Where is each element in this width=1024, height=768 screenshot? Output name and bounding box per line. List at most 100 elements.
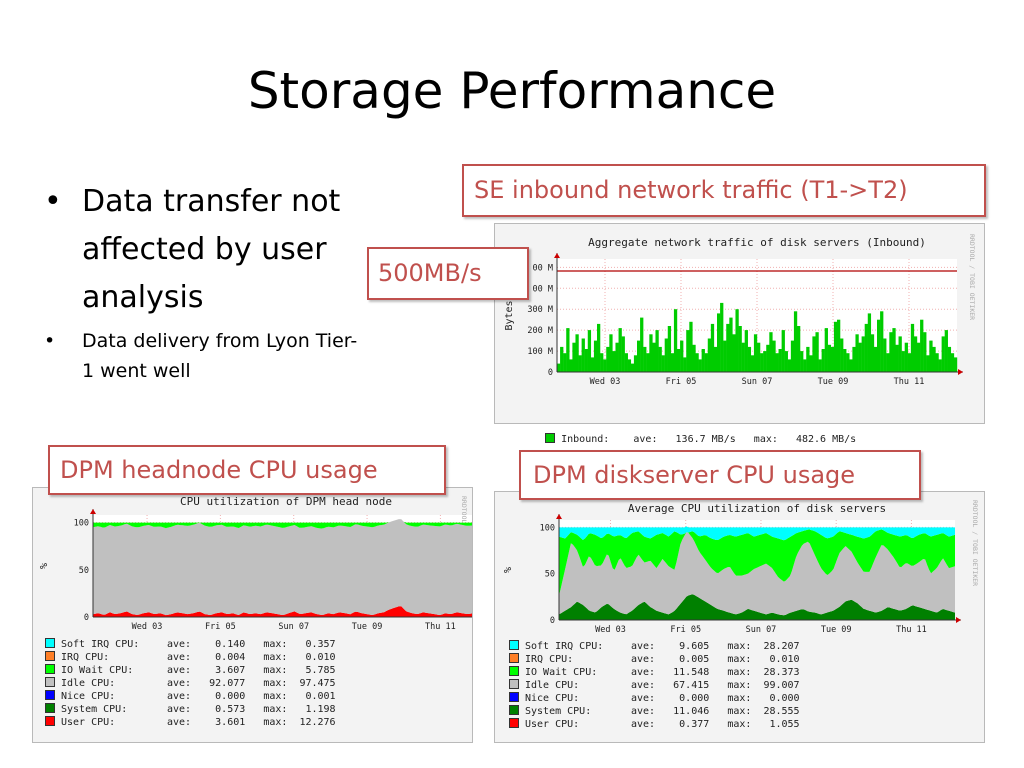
bullet-marker: • <box>44 184 62 219</box>
traffic-bar <box>646 353 650 372</box>
chart-title: CPU utilization of DPM head node <box>180 495 392 508</box>
traffic-bar <box>855 334 859 372</box>
x-tick-label: Thu 11 <box>425 622 456 632</box>
traffic-bar <box>707 338 712 372</box>
legend-stats: ave: 9.605 max: 28.207 <box>631 641 800 652</box>
legend-stats: ave: 0.004 max: 0.010 <box>167 652 336 663</box>
traffic-bar <box>741 342 745 372</box>
traffic-bar <box>569 359 573 372</box>
traffic-bar <box>560 346 564 372</box>
traffic-bar <box>950 353 955 372</box>
traffic-bar <box>917 342 921 372</box>
x-tick-label: Wed 03 <box>595 625 626 635</box>
legend-row: Soft IRQ CPU:ave: 0.140 max: 0.357 <box>45 638 336 651</box>
traffic-bar <box>812 336 816 372</box>
traffic-bar <box>713 346 718 372</box>
traffic-bar <box>587 330 592 372</box>
series-area-idlecpu <box>93 519 472 616</box>
traffic-bar <box>698 359 702 372</box>
x-tick-label: Sun 07 <box>742 377 773 387</box>
x-axis-arrow <box>958 369 963 375</box>
chart-title: Aggregate network traffic of disk server… <box>588 236 926 249</box>
traffic-bar <box>935 353 939 372</box>
y-tick-label: 50 <box>79 566 89 576</box>
legend-stats: ave: 3.607 max: 5.785 <box>167 665 336 676</box>
y-tick-label: 0 <box>548 368 553 378</box>
legend-stats: ave: 67.415 max: 99.007 <box>631 680 800 691</box>
traffic-bar <box>913 336 918 372</box>
traffic-bar <box>593 340 598 372</box>
traffic-bar <box>753 334 758 372</box>
y-tick-label: 300 M <box>527 305 553 315</box>
y-axis-label: Bytes <box>504 300 515 330</box>
traffic-bar <box>907 353 912 372</box>
y-axis-label: % <box>39 563 50 569</box>
traffic-bar <box>686 330 690 372</box>
traffic-bar <box>692 344 696 372</box>
legend-row: Nice CPU:ave: 0.000 max: 0.001 <box>45 690 336 703</box>
traffic-bar <box>864 323 868 372</box>
x-tick-label: Tue 09 <box>352 622 383 632</box>
traffic-bar <box>649 334 653 372</box>
traffic-bar <box>673 309 678 372</box>
traffic-bar <box>821 349 825 372</box>
series-area-iowaitcpu <box>93 519 472 529</box>
chart-watermark: RRDTOOL / TOBI OETIKER <box>968 234 976 320</box>
traffic-bar <box>941 336 945 372</box>
traffic-bar <box>910 323 915 372</box>
legend-swatch <box>45 664 55 674</box>
traffic-bar <box>790 340 795 372</box>
y-tick-label: 100 <box>540 523 555 533</box>
callout-rate: 500MB/s <box>367 247 529 300</box>
traffic-bar <box>797 326 801 372</box>
traffic-bar <box>953 357 958 372</box>
traffic-bar <box>572 342 576 372</box>
traffic-bar <box>784 351 788 372</box>
x-tick-label: Sun 07 <box>278 622 309 632</box>
traffic-bar <box>667 326 672 372</box>
legend-swatch <box>509 653 519 663</box>
traffic-bar <box>886 353 890 372</box>
traffic-bar <box>658 346 662 372</box>
legend-stats: ave: 0.573 max: 1.198 <box>167 704 336 715</box>
traffic-bar <box>769 332 773 372</box>
traffic-bar <box>720 302 724 372</box>
slide-title: Storage Performance <box>247 62 777 120</box>
traffic-bar <box>747 346 752 372</box>
series-area-softirqcpu <box>559 526 955 541</box>
traffic-bar <box>766 344 770 372</box>
traffic-bar <box>760 353 764 372</box>
legend-label: Nice CPU: <box>525 693 580 704</box>
bullet-text: Data transfer not affected by user analy… <box>82 184 341 315</box>
traffic-bar <box>895 344 899 372</box>
traffic-bar <box>926 355 930 372</box>
legend-row: Idle CPU: ave: 67.415 max: 99.007 <box>509 679 800 692</box>
x-tick-label: Fri 05 <box>670 625 701 635</box>
bullet-text: Data delivery from Lyon Tier-1 went well <box>82 330 358 382</box>
legend-row: IRQ CPU:ave: 0.005 max: 0.010 <box>509 653 800 666</box>
legend-swatch <box>45 677 55 687</box>
traffic-bar <box>627 359 632 372</box>
legend-row: System CPU:ave: 0.573 max: 1.198 <box>45 703 336 716</box>
traffic-bar <box>858 342 862 372</box>
legend-label: Soft IRQ CPU: <box>525 641 604 652</box>
bullet-marker: • <box>44 330 56 352</box>
traffic-bar <box>612 351 616 372</box>
traffic-bar <box>584 349 588 372</box>
y-axis-arrow <box>90 509 96 514</box>
headnode-cpu-chart: CPU utilization of DPM head nodeRRDTOOL … <box>39 495 472 632</box>
legend-stats: ave: 92.077 max: 97.475 <box>167 678 336 689</box>
traffic-bar <box>624 353 628 372</box>
traffic-bar <box>775 353 779 372</box>
legend-swatch <box>509 666 519 676</box>
traffic-bar <box>880 311 884 372</box>
traffic-bar <box>898 336 902 372</box>
traffic-bar <box>873 346 878 372</box>
legend-label: Idle CPU: <box>525 680 580 691</box>
traffic-bar <box>843 349 847 372</box>
callout-headnode: DPM headnode CPU usage <box>48 445 446 495</box>
traffic-bar <box>717 313 721 372</box>
legend-swatch <box>509 640 519 650</box>
